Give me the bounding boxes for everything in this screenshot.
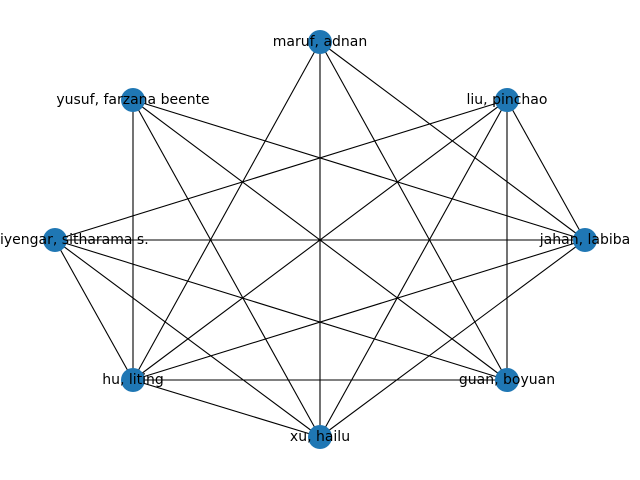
edge-liu-iyengar <box>54 99 508 241</box>
node-hu <box>121 368 145 392</box>
node-iyengar <box>43 228 67 252</box>
edge-xu-iyengar <box>54 239 321 438</box>
node-label-maruf: maruf, adnan <box>273 34 367 50</box>
edge-jahan-yusuf <box>132 99 586 241</box>
edge-hu-iyengar <box>54 239 134 381</box>
edge-maruf-guan <box>319 41 508 381</box>
edge-jahan-xu <box>319 239 586 438</box>
labels-layer: maruf, adnan liu, pinchao jahan, labiba gua… <box>0 34 630 445</box>
node-liu <box>495 88 519 112</box>
node-guan <box>495 368 519 392</box>
node-maruf <box>308 30 332 54</box>
edge-liu-jahan <box>506 99 586 241</box>
node-jahan <box>573 228 597 252</box>
edge-maruf-hu <box>132 41 321 381</box>
node-xu <box>308 425 332 449</box>
node-label-jahan: jahan, labiba <box>539 232 630 248</box>
edge-xu-yusuf <box>132 99 321 438</box>
edge-jahan-hu <box>132 239 586 381</box>
edge-guan-yusuf <box>132 99 508 381</box>
node-label-yusuf: yusuf, farzana beente <box>56 92 209 108</box>
edge-liu-xu <box>319 99 508 438</box>
edge-guan-iyengar <box>54 239 508 381</box>
edges-layer <box>54 41 586 438</box>
nodes-layer <box>43 30 597 449</box>
node-label-hu: hu, liting <box>102 372 164 388</box>
node-label-liu: liu, pinchao <box>467 92 548 108</box>
edge-xu-hu <box>132 379 321 438</box>
node-yusuf <box>121 88 145 112</box>
node-label-xu: xu, hailu <box>290 429 350 445</box>
node-label-iyengar: iyengar, sitharama s. <box>0 232 149 248</box>
node-label-guan: guan, boyuan <box>459 372 555 388</box>
